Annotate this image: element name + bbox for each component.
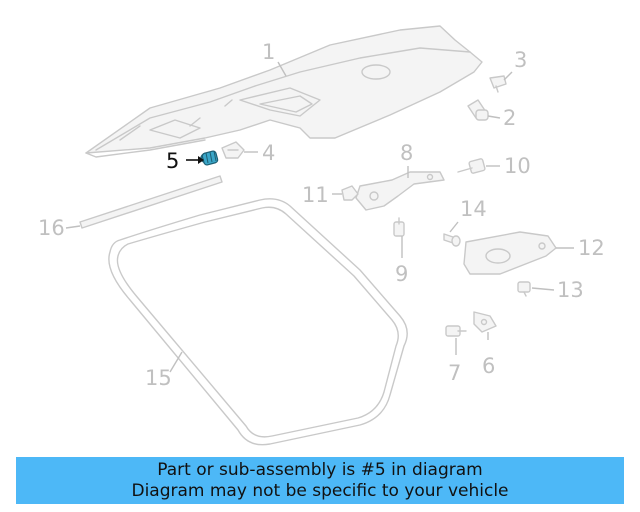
part-14-pin xyxy=(443,233,461,247)
part-1-trunk-lid xyxy=(85,25,483,158)
callout-14: 14 xyxy=(460,197,487,221)
callout-5: 5 xyxy=(166,149,179,173)
part-10-bolt xyxy=(457,158,486,174)
part-3-clip xyxy=(489,75,507,93)
part-4-nut xyxy=(221,141,245,159)
callout-11: 11 xyxy=(302,183,329,207)
callout-1: 1 xyxy=(262,40,275,64)
part-12-bracket xyxy=(463,231,557,275)
part-2-bumper xyxy=(467,99,489,121)
part-7-bolt xyxy=(445,325,467,337)
callout-6: 6 xyxy=(482,354,495,378)
callout-9: 9 xyxy=(395,262,408,286)
part-9-bolt xyxy=(393,217,405,237)
callout-13: 13 xyxy=(557,278,584,302)
callout-2: 2 xyxy=(503,106,516,130)
callout-12: 12 xyxy=(578,236,605,260)
part-8-hinge xyxy=(355,171,445,211)
callout-7: 7 xyxy=(448,361,461,385)
banner-line-1: Part or sub-assembly is #5 in diagram xyxy=(157,459,483,480)
callout-15: 15 xyxy=(145,366,172,390)
part-6-clip xyxy=(473,311,497,333)
parts-diagram: 1 2 3 4 5 6 7 8 9 10 11 12 13 14 15 16 xyxy=(38,25,605,446)
callout-3: 3 xyxy=(514,48,527,72)
callout-8: 8 xyxy=(400,141,413,165)
info-banner: Part or sub-assembly is #5 in diagram Di… xyxy=(16,457,624,504)
leader-lines xyxy=(65,61,574,373)
arrowhead xyxy=(198,156,204,164)
callout-10: 10 xyxy=(504,154,531,178)
callout-16: 16 xyxy=(38,216,65,240)
part-15-seal xyxy=(108,198,408,446)
part-13-bolt xyxy=(517,281,531,297)
banner-line-2: Diagram may not be specific to your vehi… xyxy=(131,480,509,501)
part-5-screw xyxy=(200,150,219,166)
part-11-nut xyxy=(341,185,359,201)
part-16-strip xyxy=(79,175,223,229)
callout-4: 4 xyxy=(262,141,275,165)
